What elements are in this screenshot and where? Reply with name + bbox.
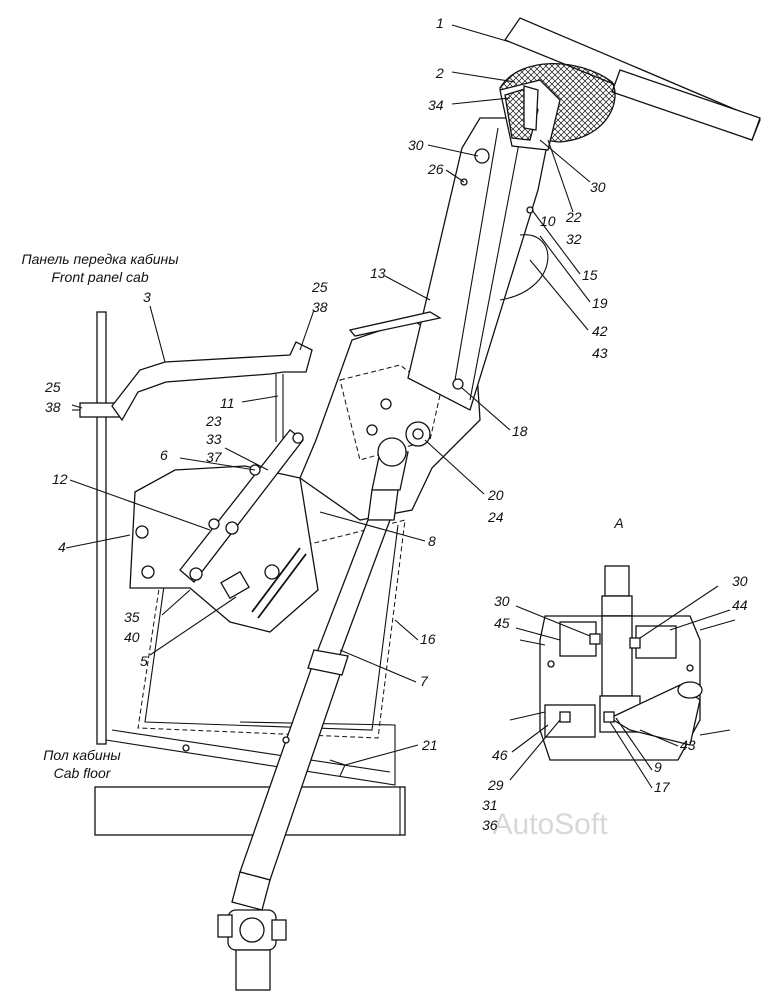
callout-7: 7: [420, 673, 429, 689]
callout-34: 34: [428, 97, 444, 113]
clamp-21: [182, 736, 346, 777]
callout-19: 19: [592, 295, 608, 311]
callout-6: 6: [160, 447, 168, 463]
callout-43: 43: [592, 345, 608, 361]
callout-10: 10: [540, 213, 556, 229]
watermark: AutoSoft: [492, 808, 608, 841]
callout-5: 5: [140, 653, 148, 669]
caption-floor-en: Cab floor: [54, 765, 112, 781]
caption-front-panel-ru: Панель передка кабины: [21, 251, 179, 267]
callout-37: 37: [206, 449, 223, 465]
bracket-plate-4: [129, 465, 319, 633]
callout-30: 30: [590, 179, 606, 195]
callout-26: 26: [427, 161, 444, 177]
callout-38: 38: [45, 399, 61, 415]
callout-33: 33: [206, 431, 222, 447]
callout-42: 42: [592, 323, 608, 339]
callout-2: 2: [435, 65, 444, 81]
callout-43: 43: [680, 737, 696, 753]
callout-8: 8: [428, 533, 436, 549]
caption-view-a: A: [613, 515, 623, 531]
front-panel: [72, 311, 121, 745]
leader-lines: [65, 24, 731, 789]
callout-30: 30: [732, 573, 748, 589]
callout-32: 32: [566, 231, 582, 247]
bracket-6: [179, 429, 304, 600]
callout-18: 18: [512, 423, 528, 439]
callout-30: 30: [408, 137, 424, 153]
callout-3: 3: [143, 289, 151, 305]
callout-13: 13: [370, 265, 386, 281]
callout-29: 29: [487, 777, 504, 793]
cardan-shaft-7: [217, 421, 431, 991]
callout-35: 35: [124, 609, 140, 625]
callout-44: 44: [732, 597, 748, 613]
callout-1: 1: [436, 15, 444, 31]
callout-38: 38: [312, 299, 328, 315]
view-a-inset: [509, 565, 736, 761]
callout-11: 11: [220, 395, 235, 411]
callout-25: 25: [44, 379, 61, 395]
callout-40: 40: [124, 629, 140, 645]
caption-front-panel-en: Front panel cab: [51, 269, 148, 285]
callout-22: 22: [565, 209, 582, 225]
callout-20: 20: [487, 487, 504, 503]
callout-31: 31: [482, 797, 498, 813]
callout-16: 16: [420, 631, 436, 647]
callout-30: 30: [494, 593, 510, 609]
callout-36: 36: [482, 817, 498, 833]
callout-15: 15: [582, 267, 598, 283]
callout-17: 17: [654, 779, 671, 795]
callout-24: 24: [487, 509, 504, 525]
callout-25: 25: [311, 279, 328, 295]
callout-46: 46: [492, 747, 508, 763]
cover-boot-16: [137, 519, 406, 739]
cab-floor: [94, 721, 406, 836]
callout-21: 21: [421, 737, 438, 753]
callout-12: 12: [52, 471, 68, 487]
steering-wheel: [499, 17, 761, 151]
callout-4: 4: [58, 539, 66, 555]
callout-45: 45: [494, 615, 510, 631]
callout-23: 23: [205, 413, 222, 429]
callout-numbers: 1 2 34 30 26 30 10 22 32 15 19 42 43 13 …: [44, 15, 748, 833]
callout-9: 9: [654, 759, 662, 775]
caption-floor-ru: Пол кабины: [43, 747, 121, 763]
